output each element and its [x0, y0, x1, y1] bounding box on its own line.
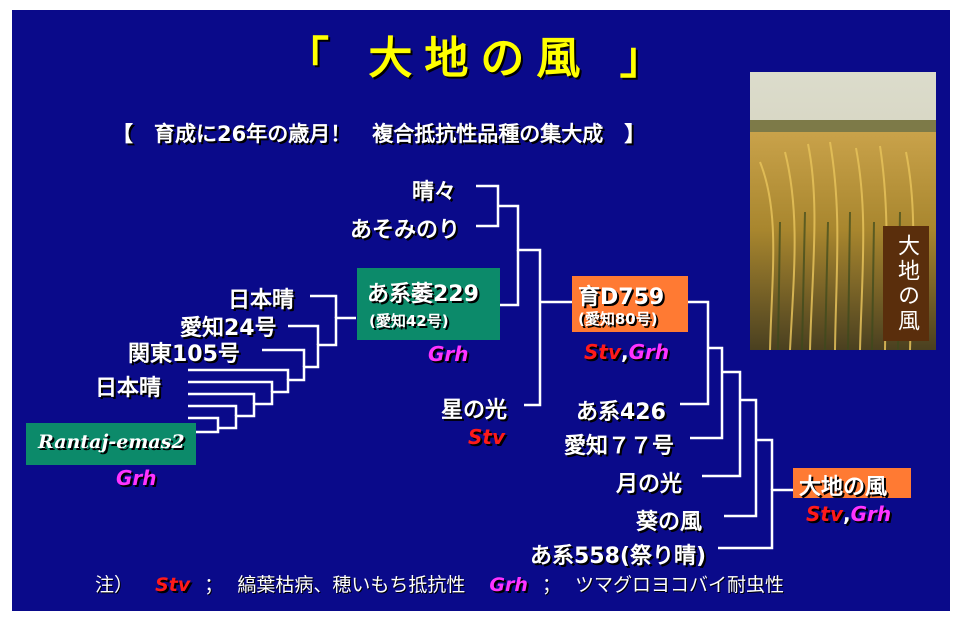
variety-ikud759: 育D759: [578, 285, 665, 310]
variety-tsukinohikari: 月の光: [616, 472, 683, 497]
ikud759-resistance-comma: ,: [621, 340, 629, 364]
hoshinohikari-resistance-stv: Stv: [468, 425, 506, 449]
footnote-stv: Stv: [155, 574, 191, 596]
footnote-sep2: ；: [541, 574, 561, 596]
variety-asominori: あそみのり: [350, 218, 461, 243]
variety-box-final: 大地の風: [793, 468, 911, 500]
final-resistance-stv: Stv: [806, 502, 844, 526]
variety-hoshinohikari: 星の光: [441, 398, 508, 423]
variety-aichi77: 愛知７７号: [564, 434, 675, 459]
photo-caption: 大地の風: [883, 226, 929, 341]
ikud759-resistance-grh: Grh: [628, 340, 670, 364]
final-resistance-comma: ,: [843, 502, 851, 526]
variety-nihonbare-bottom: 日本晴: [95, 376, 162, 401]
variety-nihonbare-top: 日本晴: [228, 288, 295, 313]
variety-akei229: あ系萎229: [367, 282, 479, 307]
variety-kanto105: 関東105号: [128, 342, 240, 367]
footnote: 注） Stv ； 縞葉枯病、穂いもち抵抗性 Grh ； ツマグロヨコバイ耐虫性: [95, 570, 784, 597]
final-resistance: Stv,Grh: [806, 502, 891, 526]
footnote-grh: Grh: [489, 574, 528, 596]
variety-box-akei229: あ系萎229 (愛知42号): [357, 268, 500, 340]
variety-akei229-sub: (愛知42号): [369, 312, 449, 330]
variety-daichinokaze: 大地の風: [799, 475, 888, 500]
variety-akei558: あ系558(祭り晴): [530, 544, 707, 569]
variety-rantaj: Rantaj-emas2: [38, 431, 185, 453]
variety-harebare: 晴々: [412, 180, 457, 205]
variety-aoinokaze: 葵の風: [636, 510, 703, 535]
footnote-prefix: 注）: [95, 574, 134, 596]
slide-title: 「 大地の風 」: [285, 33, 676, 84]
variety-ikud759-sub: (愛知80号): [578, 310, 658, 328]
variety-box-rantaj: Rantaj-emas2: [26, 423, 196, 465]
footnote-grh-desc: ツマグロヨコバイ耐虫性: [575, 574, 785, 596]
variety-aichi24: 愛知24号: [180, 316, 277, 341]
slide-subtitle: 【 育成に26年の歳月！ 複合抵抗性品種の集大成 】: [112, 122, 646, 146]
variety-box-ikud759: 育D759 (愛知80号): [572, 276, 688, 332]
ikud759-resistance-stv: Stv: [584, 340, 622, 364]
ikud759-resistance: Stv,Grh: [584, 340, 669, 364]
footnote-stv-desc: 縞葉枯病、穂いもち抵抗性: [237, 574, 466, 596]
final-resistance-grh: Grh: [850, 502, 892, 526]
footnote-sep1: ；: [204, 574, 224, 596]
akei229-resistance-grh: Grh: [428, 342, 469, 366]
rantaj-resistance-grh: Grh: [116, 466, 157, 490]
variety-akei426: あ系426: [576, 400, 666, 425]
